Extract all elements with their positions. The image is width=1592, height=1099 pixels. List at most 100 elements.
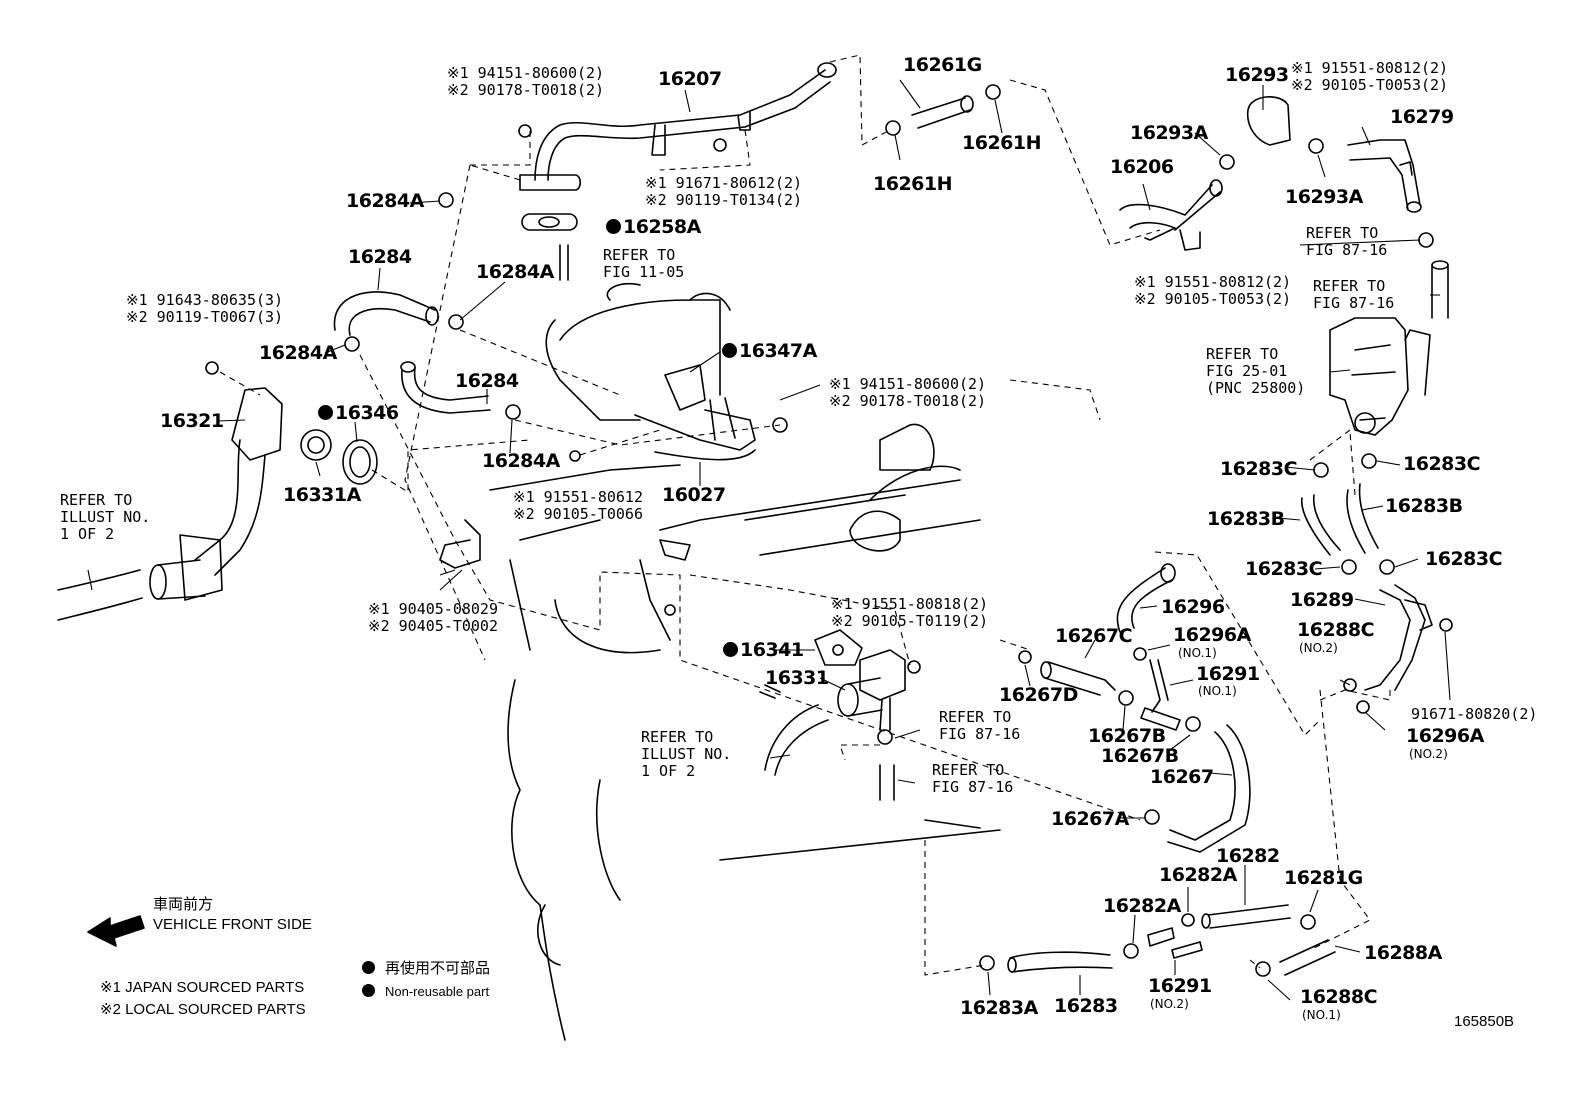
label-16288C-2[interactable]: 16288C bbox=[1297, 619, 1375, 641]
label-16283A[interactable]: 16283A bbox=[960, 997, 1038, 1019]
label-16293[interactable]: 16293 bbox=[1225, 64, 1289, 86]
label-16296A-2-sub: (NO.2) bbox=[1409, 747, 1448, 761]
label-ref-fig-87-16-d[interactable]: REFER TO FIG 87-16 bbox=[932, 761, 1014, 796]
label-16283C-3[interactable]: 16283C bbox=[1245, 558, 1323, 580]
hose-16261G bbox=[911, 97, 971, 129]
label-16291-1[interactable]: 16291 bbox=[1196, 663, 1260, 685]
legend-nonreusable-en: Non-reusable part bbox=[362, 984, 489, 999]
label-16284A-3[interactable]: 16284A bbox=[259, 342, 337, 364]
label-16261H-2[interactable]: 16261H bbox=[873, 173, 953, 195]
legend-local-sourced: ※2 LOCAL SOURCED PARTS bbox=[100, 1001, 306, 1018]
left-arrow-icon bbox=[87, 915, 145, 947]
label-16291-1-sub: (NO.1) bbox=[1198, 684, 1237, 698]
label-16296A-1-sub: (NO.1) bbox=[1178, 646, 1217, 660]
label-16027-nut: ※1 94151-80600(2) ※2 90178-T0018(2) bbox=[829, 375, 987, 410]
label-16288A[interactable]: 16288A bbox=[1364, 942, 1442, 964]
label-16346[interactable]: 16346 bbox=[318, 404, 399, 423]
label-16284-1[interactable]: 16284 bbox=[348, 246, 412, 268]
label-16289-bolt: 91671-80820(2) bbox=[1411, 705, 1538, 723]
hose-16288A bbox=[1279, 939, 1336, 976]
black-dot-icon bbox=[362, 961, 375, 974]
label-16293-bolt: ※1 91551-80812(2) ※2 90105-T0053(2) bbox=[1291, 59, 1449, 94]
label-ref-illust-2[interactable]: REFER TO ILLUST NO. 1 OF 2 bbox=[641, 728, 732, 780]
label-16282A-1[interactable]: 16282A bbox=[1159, 864, 1237, 886]
label-16283B-1[interactable]: 16283B bbox=[1207, 508, 1285, 530]
legend-nonreusable-jp-text: 再使用不可部品 bbox=[385, 960, 491, 977]
label-16267[interactable]: 16267 bbox=[1150, 766, 1214, 788]
label-16206-bolt: ※1 91551-80812(2) ※2 90105-T0053(2) bbox=[1134, 273, 1292, 308]
hose-16283B-left bbox=[1300, 494, 1341, 556]
label-ref-fig-87-16-b[interactable]: REFER TO FIG 87-16 bbox=[1313, 277, 1395, 312]
label-ref-fig-87-16-a[interactable]: REFER TO FIG 87-16 bbox=[1306, 224, 1388, 259]
label-16206[interactable]: 16206 bbox=[1110, 156, 1174, 178]
pipe-16027 bbox=[634, 409, 756, 461]
black-dot-icon bbox=[362, 984, 375, 997]
label-ref-fig-11-05[interactable]: REFER TO FIG 11-05 bbox=[603, 246, 685, 281]
label-16282[interactable]: 16282 bbox=[1216, 845, 1280, 867]
label-ref-illust-1[interactable]: REFER TO ILLUST NO. 1 OF 2 bbox=[60, 491, 151, 543]
direction-label-jp: 車両前方 bbox=[153, 896, 214, 913]
label-16267D[interactable]: 16267D bbox=[999, 684, 1078, 706]
label-16261G[interactable]: 16261G bbox=[903, 54, 982, 76]
label-16207-bolt: ※1 91671-80612(2) ※2 90119-T0134(2) bbox=[645, 174, 803, 209]
engine-outline bbox=[507, 679, 1001, 1041]
pipe-16207 bbox=[534, 69, 826, 181]
label-16284A-2[interactable]: 16284A bbox=[476, 261, 554, 283]
label-16267C[interactable]: 16267C bbox=[1055, 625, 1133, 647]
legend-japan-sourced: ※1 JAPAN SOURCED PARTS bbox=[100, 979, 305, 996]
label-16288C-2-sub: (NO.2) bbox=[1299, 641, 1338, 655]
hose-16282 bbox=[1207, 904, 1291, 929]
diagram-id: 165850B bbox=[1454, 1013, 1515, 1030]
label-16331A-plug: ※1 90405-08029 ※2 90405-T0002 bbox=[368, 600, 498, 635]
label-16284-2[interactable]: 16284 bbox=[455, 370, 519, 392]
label-16296[interactable]: 16296 bbox=[1161, 596, 1225, 618]
label-16267B-1[interactable]: 16267B bbox=[1088, 725, 1166, 747]
label-16283C-4[interactable]: 16283C bbox=[1425, 548, 1503, 570]
label-16281G[interactable]: 16281G bbox=[1284, 867, 1363, 889]
label-16347A[interactable]: 16347A bbox=[722, 342, 817, 361]
label-16258A[interactable]: 16258A bbox=[606, 218, 701, 237]
label-16293A-1[interactable]: 16293A bbox=[1130, 122, 1208, 144]
label-16267A[interactable]: 16267A bbox=[1051, 808, 1129, 830]
label-16207[interactable]: 16207 bbox=[658, 68, 722, 90]
label-16027[interactable]: 16027 bbox=[662, 484, 726, 506]
label-16341[interactable]: 16341 bbox=[723, 641, 804, 660]
hose-16296 bbox=[1116, 567, 1173, 633]
label-16331[interactable]: 16331 bbox=[765, 667, 829, 689]
label-16283[interactable]: 16283 bbox=[1054, 995, 1118, 1017]
label-16283C-2[interactable]: 16283C bbox=[1403, 453, 1481, 475]
hose-16283 bbox=[1009, 951, 1113, 973]
label-16282A-2[interactable]: 16282A bbox=[1103, 895, 1181, 917]
label-16288C-1-sub: (NO.1) bbox=[1302, 1008, 1341, 1022]
outlet-16321 bbox=[231, 387, 283, 461]
label-16296A-1[interactable]: 16296A bbox=[1173, 624, 1251, 646]
label-16027-bolt: ※1 91551-80612 ※2 90105-T0066 bbox=[513, 488, 643, 523]
label-16321[interactable]: 16321 bbox=[160, 410, 224, 432]
label-16288C-1[interactable]: 16288C bbox=[1300, 986, 1378, 1008]
label-16261H-1[interactable]: 16261H bbox=[962, 132, 1042, 154]
label-16283C-1[interactable]: 16283C bbox=[1220, 458, 1298, 480]
label-16283B-2[interactable]: 16283B bbox=[1385, 495, 1463, 517]
label-16331A[interactable]: 16331A bbox=[283, 484, 361, 506]
pipe-16279 bbox=[1347, 139, 1421, 211]
hose-16283B-right bbox=[1346, 483, 1379, 554]
hose-16284-upper bbox=[333, 291, 436, 336]
label-16291-2-sub: (NO.2) bbox=[1150, 997, 1189, 1011]
label-16291-2[interactable]: 16291 bbox=[1148, 975, 1212, 997]
pump-housing bbox=[1329, 317, 1409, 436]
label-16267B-2[interactable]: 16267B bbox=[1101, 745, 1179, 767]
direction-label-en: VEHICLE FRONT SIDE bbox=[153, 916, 312, 933]
label-16279[interactable]: 16279 bbox=[1390, 106, 1454, 128]
pipe-16206 bbox=[1119, 184, 1221, 241]
label-16289[interactable]: 16289 bbox=[1290, 589, 1354, 611]
hose-16267 bbox=[1167, 724, 1251, 853]
label-ref-fig-25-01[interactable]: REFER TO FIG 25-01 (PNC 25800) bbox=[1206, 345, 1306, 397]
label-16321-bolt: ※1 91643-80635(3) ※2 90119-T0067(3) bbox=[126, 291, 284, 326]
label-16293A-2[interactable]: 16293A bbox=[1285, 186, 1363, 208]
label-16296A-2[interactable]: 16296A bbox=[1406, 725, 1484, 747]
label-ref-fig-87-16-c[interactable]: REFER TO FIG 87-16 bbox=[939, 708, 1021, 743]
label-16284A-1[interactable]: 16284A bbox=[346, 190, 424, 212]
label-16284A-4[interactable]: 16284A bbox=[482, 450, 560, 472]
